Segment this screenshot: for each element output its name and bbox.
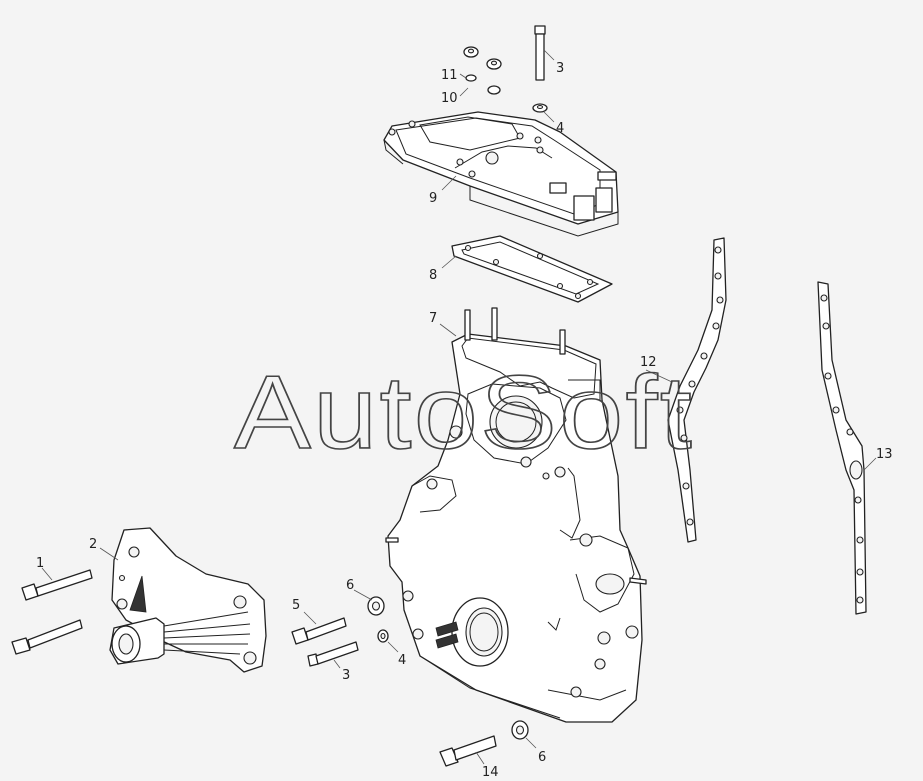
callout-8: 8 [429,268,437,283]
part-14-bolt [439,735,497,767]
leader-lines [41,49,877,765]
part-5-bolt [291,617,347,645]
callout-14: 14 [482,765,499,780]
callout-1: 1 [36,556,44,571]
part-3-stud [307,641,359,667]
callout-2: 2 [89,537,97,552]
part-6-washer [367,596,529,740]
part-3-top-bolt [534,25,546,81]
callout-13: 13 [876,447,893,462]
callout-6-lower: 6 [538,750,546,765]
timing-cover [385,307,647,723]
part-2-bracket [109,527,267,673]
part-8-gasket [451,235,613,303]
callout-5: 5 [292,598,300,613]
callout-3-bottom: 3 [342,668,350,683]
callout-labels: 1 2 3 3 4 4 5 6 6 7 8 9 10 11 12 13 14 [36,61,893,780]
part-4-washer-top [532,103,548,113]
callout-4-bottom: 4 [398,653,406,668]
callout-12: 12 [640,355,657,370]
part-10-lock-washer [465,74,501,95]
callout-9: 9 [429,191,437,206]
callout-10: 10 [441,91,458,106]
part-9-cover [383,111,619,237]
callout-3-top: 3 [556,61,564,76]
part-12-gasket-strip [667,237,727,543]
watermark-text: AutoSoft [234,355,694,471]
part-1-bolts [11,569,93,655]
callout-6-upper: 6 [346,578,354,593]
part-13-gasket-strip [817,281,867,615]
part-11-nut [463,46,502,70]
callout-11: 11 [441,68,458,83]
callout-4-top: 4 [556,121,564,136]
callout-7: 7 [429,311,437,326]
part-4-washer [377,629,389,643]
